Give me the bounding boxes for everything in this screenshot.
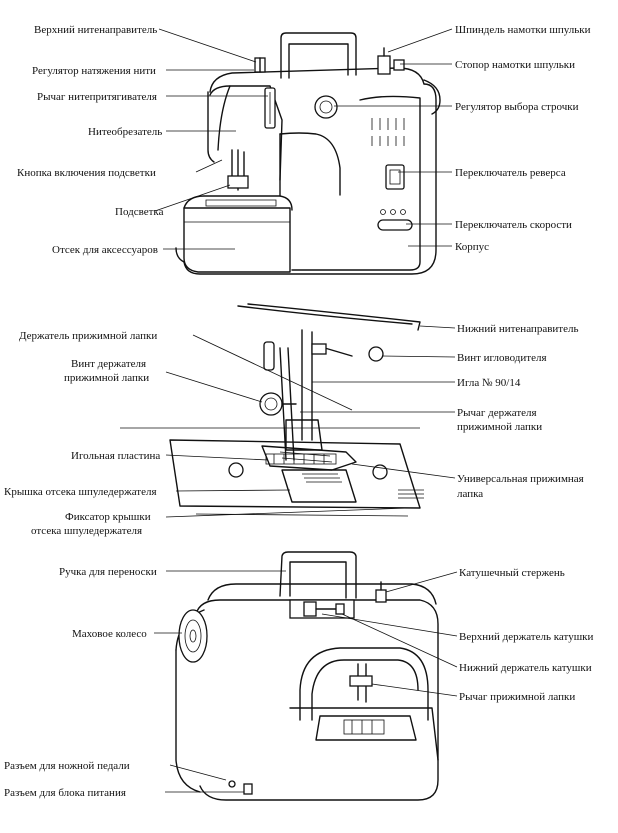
back-leaders: [154, 570, 458, 793]
label-bobbin-cover-latch-line1: Фиксатор крышки: [65, 511, 151, 523]
stitch-dial: [314, 95, 338, 119]
label-lower-spool-holder: Нижний держатель катушки: [459, 662, 592, 674]
label-reverse-switch: Переключатель реверса: [455, 167, 566, 179]
reverse-switch: [385, 164, 405, 190]
label-presser-foot-screw-line1: Винт держателя: [71, 358, 146, 370]
label-presser-foot-holder: Держатель прижимной лапки: [19, 330, 157, 342]
needle-labels: Держатель прижимной лапки Винт держателя…: [4, 323, 584, 537]
speed-switch: [377, 219, 413, 231]
needle-leaders: [165, 325, 456, 518]
label-speed-switch: Переключатель скорости: [455, 219, 572, 231]
label-presser-lever-line2: прижимной лапки: [457, 421, 542, 433]
label-needle: Игла № 90/14: [457, 377, 521, 389]
needle-area-illustration: [120, 303, 424, 517]
label-stitch-selector: Регулятор выбора строчки: [455, 101, 579, 113]
label-universal-foot-line1: Универсальная прижимная: [457, 473, 584, 485]
label-light: Подсветка: [115, 206, 164, 218]
label-foot-pedal-socket: Разъем для ножной педали: [4, 760, 130, 772]
label-spool-pin: Катушечный стержень: [459, 567, 565, 579]
label-light-switch: Кнопка включения подсветки: [17, 167, 156, 179]
label-lower-thread-guide: Нижний нитенаправитель: [457, 323, 578, 335]
label-carry-handle: Ручка для переноски: [59, 566, 157, 578]
label-presser-lever-line1: Рычаг держателя: [457, 407, 537, 419]
label-presser-foot-screw-line2: прижимной лапки: [64, 372, 149, 384]
label-universal-foot-line2: лапка: [457, 488, 483, 500]
label-power-socket: Разъем для блока питания: [4, 787, 126, 799]
label-presser-foot-lever: Рычаг прижимной лапки: [459, 691, 575, 703]
label-take-up-lever: Рычаг нитепритягивателя: [37, 91, 157, 103]
label-needle-plate: Игольная пластина: [71, 450, 160, 462]
handwheel: [178, 609, 208, 663]
label-bobbin-winder-spindle: Шпиндель намотки шпульки: [455, 24, 591, 36]
label-upper-thread-guide: Верхний нитенаправитель: [34, 24, 157, 36]
back-labels: Ручка для переноски Маховое колесо Разъе…: [4, 566, 594, 799]
label-body: Корпус: [455, 241, 489, 253]
sewing-machine-back-illustration: [175, 551, 439, 801]
label-accessory-box: Отсек для аксессуаров: [52, 244, 158, 256]
label-bobbin-cover: Крышка отсека шпуледержателя: [4, 486, 157, 498]
label-needle-clamp-screw: Винт игловодителя: [457, 352, 547, 364]
label-handwheel: Маховое колесо: [72, 628, 147, 640]
label-upper-spool-holder: Верхний держатель катушки: [459, 631, 594, 643]
sewing-machine-front-illustration: [175, 32, 441, 275]
label-bobbin-winder-stopper: Стопор намотки шпульки: [455, 59, 575, 71]
front-labels: Верхний нитенаправитель Регулятор натяже…: [17, 24, 591, 256]
label-thread-tension-dial: Регулятор натяжения нити: [32, 65, 156, 77]
label-bobbin-cover-latch-line2: отсека шпуледержателя: [31, 525, 142, 537]
front-leaders: [154, 28, 453, 250]
label-thread-cutter: Нитеобрезатель: [88, 126, 162, 138]
